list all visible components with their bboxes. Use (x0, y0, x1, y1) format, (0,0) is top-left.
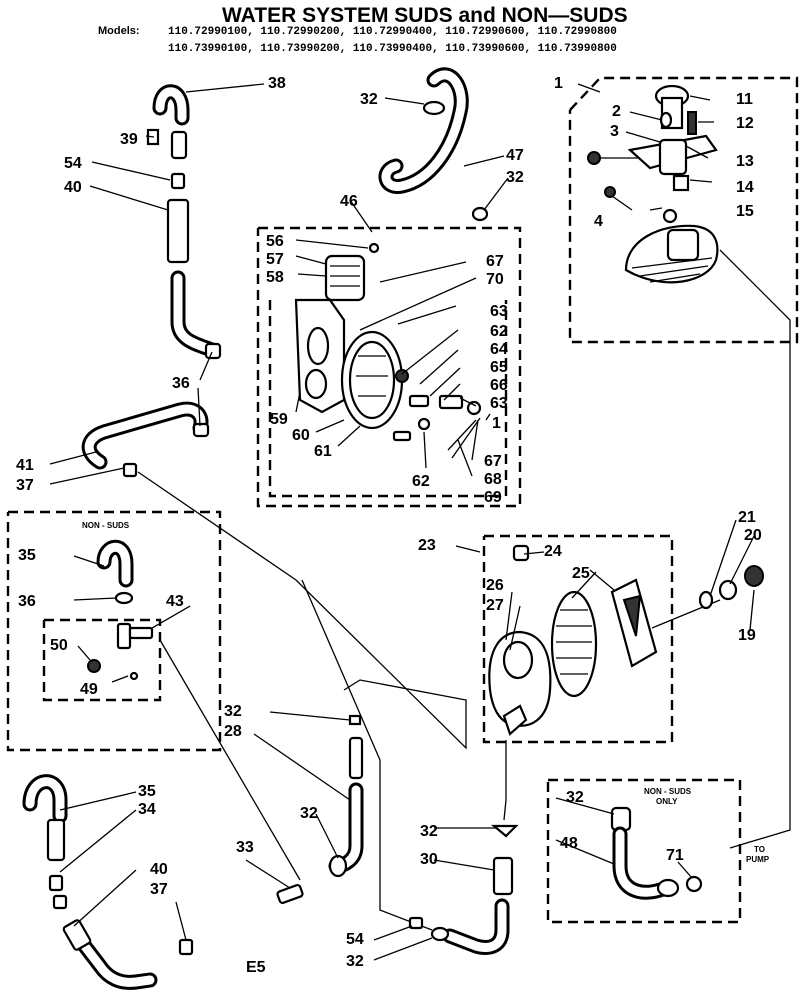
callout-46: 46 (340, 193, 358, 210)
non-suds-label: NON - SUDS (82, 521, 130, 530)
callout-40: 40 (150, 861, 168, 878)
callout-32: 32 (506, 169, 524, 186)
callout-3: 3 (610, 123, 619, 140)
callout-38: 38 (268, 75, 286, 92)
hose-35-34-40-lower (22, 774, 194, 990)
callout-62: 62 (412, 473, 430, 490)
pump-assembly-box (256, 226, 522, 508)
callout-14: 14 (736, 179, 754, 196)
callout-50: 50 (50, 637, 68, 654)
callout-66: 66 (490, 377, 508, 394)
hose-28 (276, 714, 364, 904)
pump-assembly (294, 242, 482, 459)
hose-35-non-suds (87, 539, 154, 681)
callout-37: 37 (150, 881, 168, 898)
callout-23: 23 (418, 537, 436, 554)
callout-32: 32 (346, 953, 364, 970)
callout-11: 11 (736, 91, 753, 108)
callout-12: 12 (736, 115, 754, 132)
callout-32: 32 (300, 805, 318, 822)
callout-15: 15 (736, 203, 754, 220)
leader-lines (49, 83, 755, 961)
callout-36: 36 (172, 375, 190, 392)
callout-4: 4 (594, 213, 603, 230)
callout-70: 70 (486, 271, 504, 288)
callout-63: 63 (490, 395, 508, 412)
to-pump-label-2: PUMP (746, 855, 770, 864)
models-line-1: 110.72990100, 110.72990200, 110.72990400… (168, 26, 617, 38)
callout-35: 35 (18, 547, 36, 564)
callout-27: 27 (486, 597, 504, 614)
callout-67: 67 (484, 453, 502, 470)
callout-13: 13 (736, 153, 754, 170)
callout-56: 56 (266, 233, 284, 250)
callout-58: 58 (266, 269, 284, 286)
callouts: 38 39 54 40 36 41 37 32 47 32 46 1 2 3 4… (16, 75, 770, 976)
callout-1: 1 (554, 75, 563, 92)
hose-47 (378, 67, 489, 222)
callout-68: 68 (484, 471, 502, 488)
routing-lines (137, 249, 791, 931)
callout-32: 32 (224, 703, 242, 720)
filter-assembly (488, 544, 764, 736)
callout-21: 21 (738, 509, 756, 526)
callout-49: 49 (80, 681, 98, 698)
water-valve-assembly (587, 84, 719, 284)
callout-69: 69 (484, 489, 502, 506)
non-suds-only-box (546, 778, 742, 924)
models-line-2: 110.73990100, 110.73990200, 110.73990400… (168, 43, 617, 55)
filter-assembly-box (482, 534, 674, 744)
callout-32: 32 (360, 91, 378, 108)
models-label: Models: (98, 25, 140, 37)
callout-28: 28 (224, 723, 242, 740)
hose-41 (81, 401, 210, 478)
callout-2: 2 (612, 103, 621, 120)
callout-63: 63 (490, 303, 508, 320)
callout-54: 54 (346, 931, 364, 948)
callout-61: 61 (314, 443, 332, 460)
callout-1: 1 (492, 415, 501, 432)
page-code: E5 (246, 959, 266, 976)
callout-33: 33 (236, 839, 254, 856)
callout-26: 26 (486, 577, 504, 594)
callout-62: 62 (490, 323, 508, 340)
callout-57: 57 (266, 251, 284, 268)
callout-59: 59 (270, 411, 288, 428)
callout-40: 40 (64, 179, 82, 196)
callout-34: 34 (138, 801, 156, 818)
callout-54: 54 (64, 155, 82, 172)
callout-65: 65 (490, 359, 508, 376)
hose-30 (408, 824, 519, 955)
non-suds-only-label-2: ONLY (656, 797, 678, 806)
callout-41: 41 (16, 457, 34, 474)
callout-32: 32 (566, 789, 584, 806)
hose-48 (610, 806, 703, 900)
callout-37: 37 (16, 477, 34, 494)
callout-35: 35 (138, 783, 156, 800)
hose-40-left (166, 172, 222, 360)
callout-20: 20 (744, 527, 762, 544)
callout-24: 24 (544, 543, 562, 560)
diagram-title: WATER SYSTEM SUDS and NON—SUDS (222, 4, 628, 27)
callout-47: 47 (506, 147, 524, 164)
hose-38 (146, 84, 190, 160)
callout-19: 19 (738, 627, 756, 644)
callout-67: 67 (486, 253, 504, 270)
callout-71: 71 (666, 847, 684, 864)
callout-36: 36 (18, 593, 36, 610)
non-suds-box (6, 510, 222, 752)
callout-30: 30 (420, 851, 438, 868)
callout-48: 48 (560, 835, 578, 852)
callout-39: 39 (120, 131, 138, 148)
callout-60: 60 (292, 427, 310, 444)
callout-64: 64 (490, 341, 508, 358)
non-suds-only-label-1: NON - SUDS (644, 787, 692, 796)
callout-43: 43 (166, 593, 184, 610)
valve-assembly-box (568, 76, 799, 344)
to-pump-label-1: TO (754, 845, 765, 854)
callout-32: 32 (420, 823, 438, 840)
callout-25: 25 (572, 565, 590, 582)
